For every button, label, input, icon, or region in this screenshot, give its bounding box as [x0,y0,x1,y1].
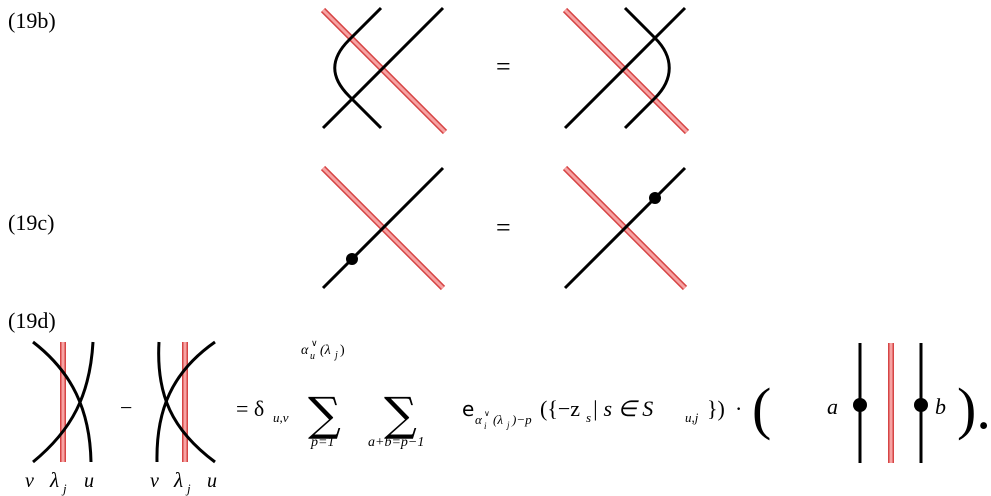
svg-text:e: e [462,397,474,421]
svg-text:| s ∈ S: | s ∈ S [592,396,653,421]
big-paren-close: ). [957,376,991,441]
equation-label-19d: (19d) [8,308,56,333]
black-strand-from-right [155,340,216,463]
svg-text:= δ: = δ [236,396,264,421]
svg-text:)−p: )−p [511,412,532,427]
sum-over-p: α ∨ u (λ j ) ∑ p=1 [301,339,345,450]
diagram-19b-right [562,6,690,135]
svg-text:j: j [61,481,67,496]
formula-delta: = δ u,v [236,396,289,425]
equals-sign-19b: = [496,52,511,81]
black-strand [321,166,445,290]
dot-marker-right [914,398,928,412]
svg-text:∨: ∨ [484,409,490,418]
diagram-19c-right [562,165,688,291]
dot-label-b: b [935,394,946,419]
dot-marker [346,253,358,265]
black-strand-curved [333,6,383,130]
sigma-symbol: ∑ [384,387,417,441]
bottom-label-lambda-j: λ j [173,468,191,496]
diagram-19d-second [155,340,216,464]
svg-text:∨: ∨ [311,339,318,349]
red-strand [562,7,690,135]
red-strand [320,7,448,135]
equation-label-19b: (19b) [8,8,56,33]
svg-text:}): }) [707,396,725,421]
svg-text:s: s [586,410,591,425]
sum-lower-limit: a+b=p−1 [368,435,424,450]
black-strand-from-left [32,340,93,463]
bottom-label-v: v [150,470,159,492]
black-strand-from-left [157,341,216,464]
bottom-label-v: v [25,470,34,492]
svg-text:i: i [484,421,487,431]
svg-text:λ: λ [49,468,59,492]
dot-marker [649,192,661,204]
diagram-19b-left [320,6,448,135]
svg-text:(λ: (λ [493,412,503,427]
diagram-19d-first [32,340,95,464]
diagram-19d-dots [853,343,928,463]
black-strand-curved [623,6,671,130]
svg-text:): ) [340,343,345,358]
svg-text:u: u [310,351,315,362]
sigma-symbol: ∑ [308,387,341,441]
big-paren-open: ( [752,376,771,441]
svg-text:j: j [185,481,191,496]
svg-text:j: j [333,350,338,361]
svg-text:({−z: ({−z [540,396,580,421]
svg-text:(λ: (λ [320,343,331,358]
black-strand-straight [563,6,687,130]
bottom-label-u: u [84,470,94,492]
equals-sign-19c: = [496,213,511,242]
minus-sign: − [120,395,132,420]
svg-text:u,v: u,v [273,410,289,425]
dot-label-a: a [827,394,838,419]
svg-text:u,j: u,j [685,410,699,425]
sum-lower-limit: p=1 [310,435,334,450]
elementary-symmetric-term: e α ∨ i (λ j )−p ({−z s | s ∈ S u,j }) · [462,396,742,431]
svg-text:λ: λ [173,468,183,492]
svg-text:·: · [735,396,742,421]
equation-label-19c: (19c) [8,210,55,235]
diagram-19c-left [320,165,446,291]
black-strand-straight [321,6,445,130]
svg-text:j: j [506,420,510,430]
black-strand-from-right [32,341,95,464]
dot-marker-left [853,398,867,412]
sum-over-a-b: ∑ a+b=p−1 [368,387,424,450]
svg-text:α: α [475,412,483,427]
bottom-label-lambda-j: λ j [49,468,67,496]
black-strand [563,166,687,290]
bottom-label-u: u [207,470,217,492]
svg-text:α: α [301,343,309,358]
sum-upper-limit: α ∨ u (λ j ) [301,339,345,362]
